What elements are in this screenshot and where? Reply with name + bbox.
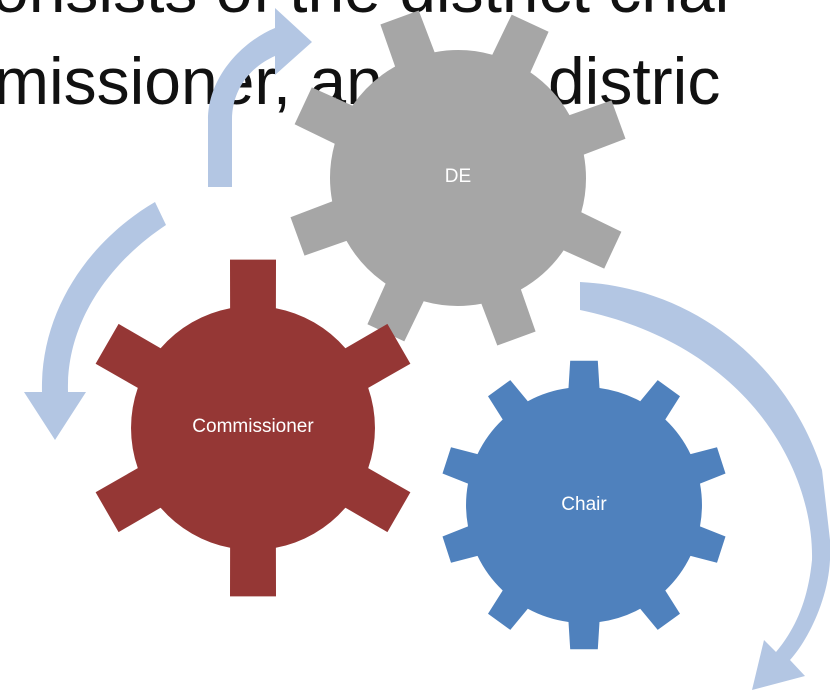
gear-de-label: DE bbox=[445, 166, 471, 187]
slide-title-line-top: onsists of the district chai bbox=[0, 0, 729, 26]
gear-de: DE bbox=[290, 10, 626, 346]
gear-chair: Chair bbox=[442, 360, 726, 650]
gear-chair-label: Chair bbox=[561, 494, 607, 515]
arrow-top-upward bbox=[208, 8, 312, 187]
gear-commissioner-label: Commissioner bbox=[192, 416, 314, 437]
cycle-arrows bbox=[24, 8, 830, 690]
arrow-right-downward bbox=[580, 282, 830, 690]
gear-commissioner: Commissioner bbox=[95, 259, 411, 597]
gear-chair-shape bbox=[442, 360, 726, 650]
arrow-left-downward bbox=[24, 202, 166, 440]
gear-de-shape bbox=[290, 10, 626, 346]
gear-commissioner-shape bbox=[95, 259, 411, 597]
